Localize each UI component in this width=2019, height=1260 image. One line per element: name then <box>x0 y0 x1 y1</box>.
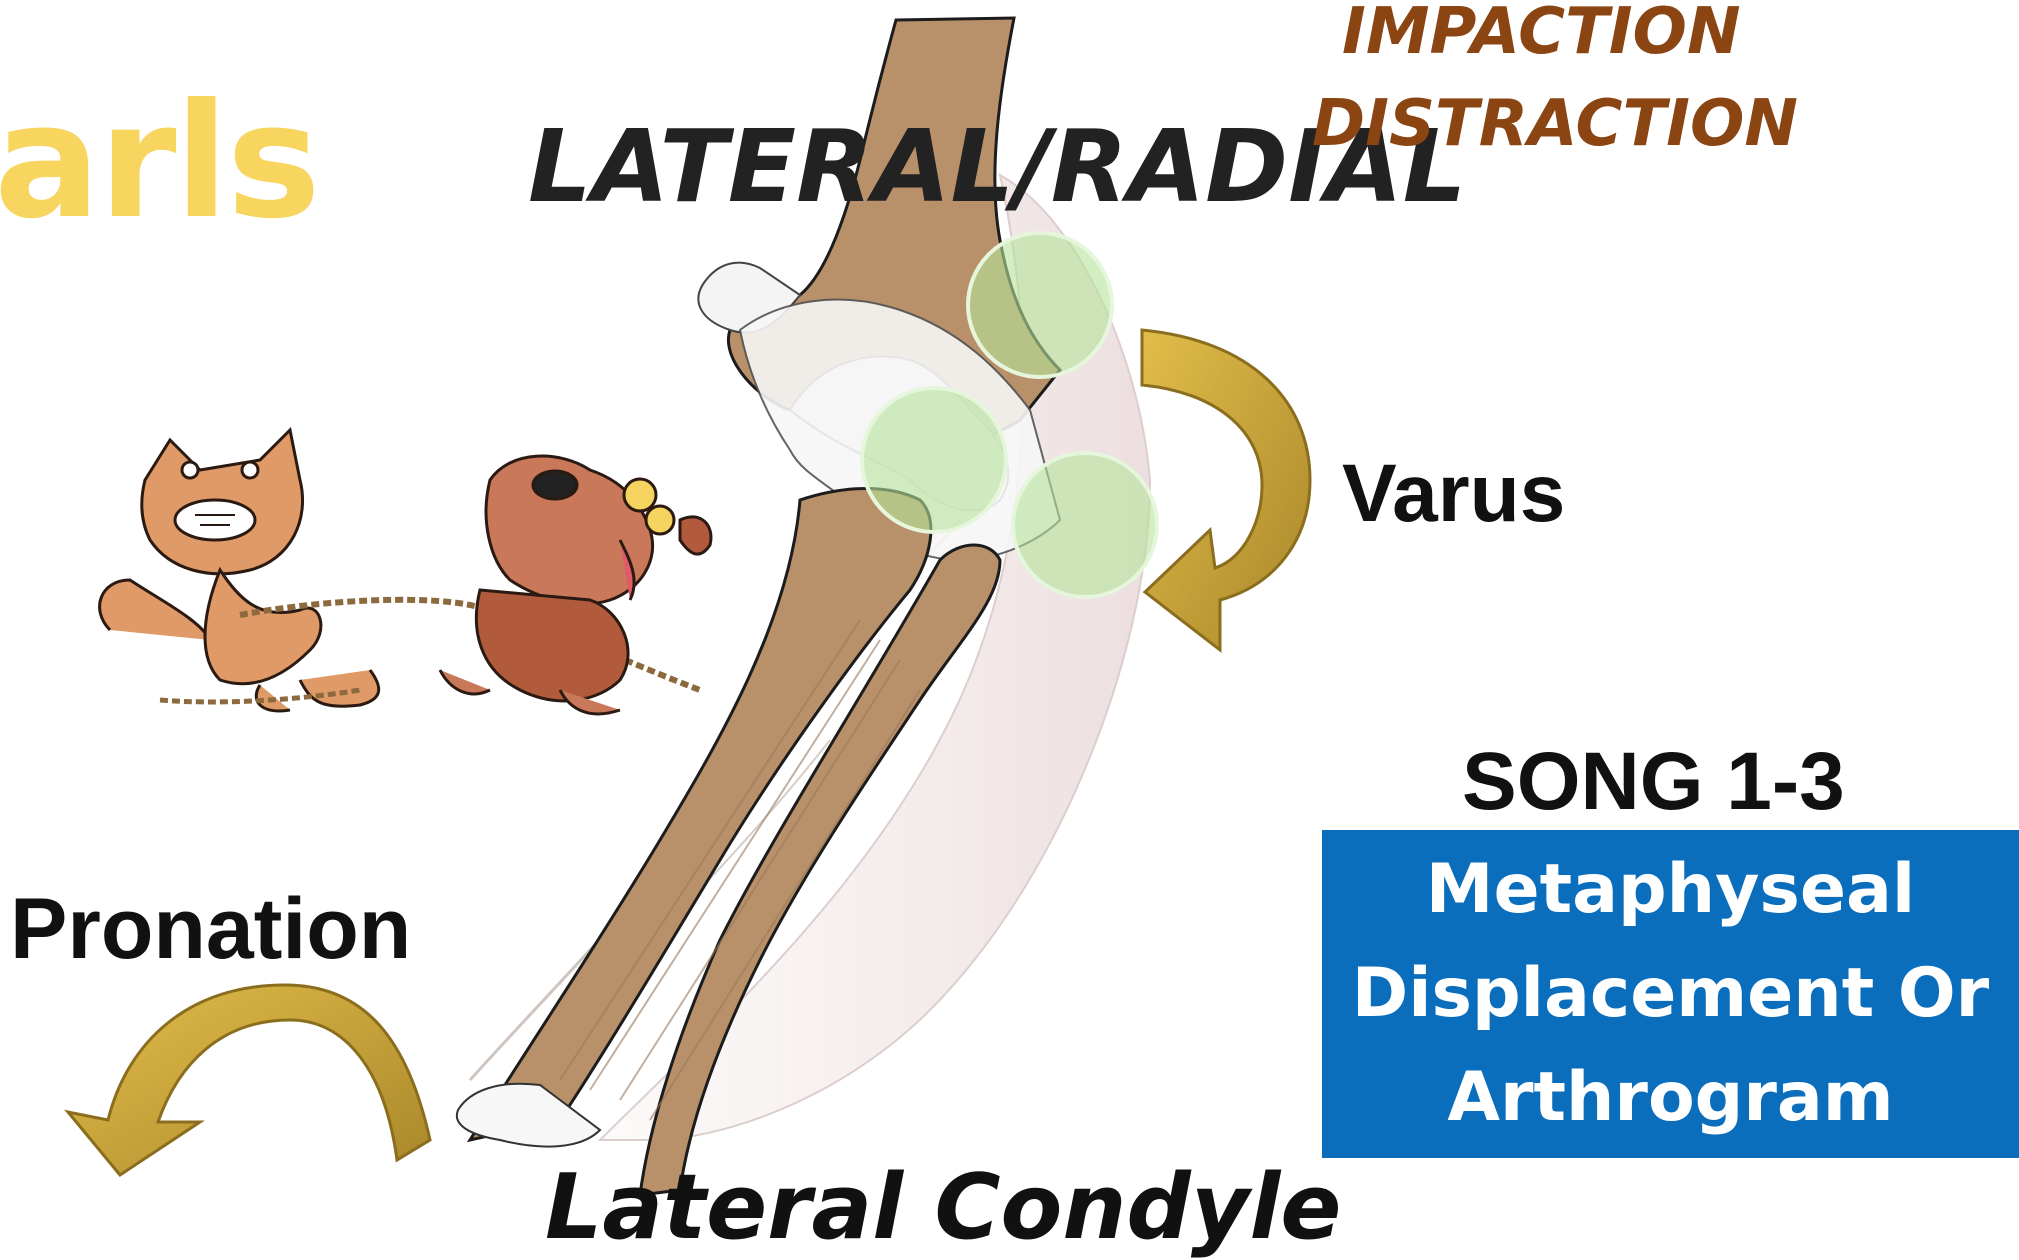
dog-cartoon <box>440 456 711 714</box>
pronation-arrow-icon <box>68 985 430 1175</box>
box-line-metaphyseal: Metaphyseal <box>1426 838 1915 942</box>
varus-arrow-icon <box>1142 330 1310 650</box>
box-line-arthrogram: Arthrogram <box>1447 1046 1893 1150</box>
lateral-condyle-label: Lateral Condyle <box>545 1155 1341 1260</box>
song-label: SONG 1-3 <box>1462 735 1845 829</box>
varus-label: Varus <box>1342 447 1565 541</box>
distraction-label: DISTRACTION <box>1312 92 1798 156</box>
circle-top <box>968 233 1112 377</box>
box-line-displacement: Displacement Or <box>1352 942 1989 1046</box>
circle-bottom <box>1013 453 1157 597</box>
partial-title: arls <box>0 70 319 254</box>
impaction-label: IMPACTION <box>1342 0 1741 64</box>
pronation-label: Pronation <box>10 880 411 979</box>
song-criteria-box: Metaphyseal Displacement Or Arthrogram <box>1322 830 2019 1158</box>
cat-cartoon <box>100 430 379 711</box>
circle-middle <box>862 388 1006 532</box>
